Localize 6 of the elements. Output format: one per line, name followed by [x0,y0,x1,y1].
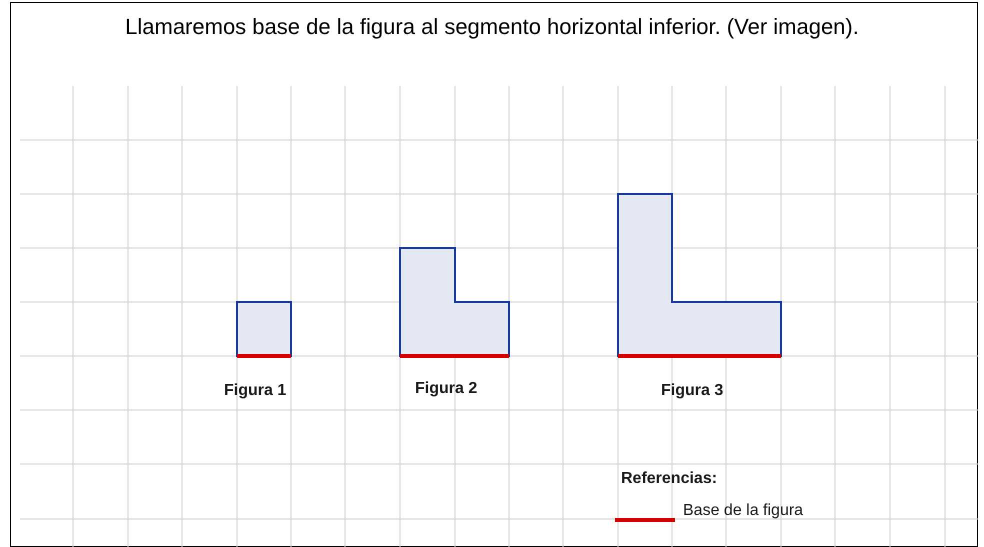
figure-caption: Figura 1 [224,382,286,400]
title: Llamaremos base de la figura al segmento horizontal inferior. (Ver imagen). [124,14,860,40]
legend-heading: Referencias: [621,470,718,488]
legend-label: Base de la figura [683,502,804,520]
figure-caption: Figura 3 [661,382,724,400]
figure-caption: Figura 2 [415,380,478,398]
